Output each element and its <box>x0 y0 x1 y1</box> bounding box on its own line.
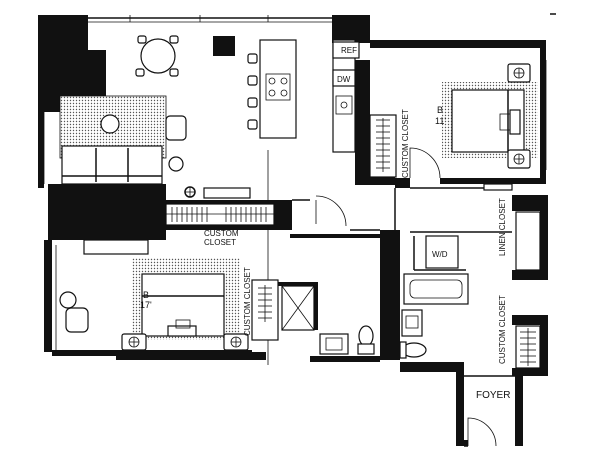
bedroom-left: B 17' CUSTOM CLOSET <box>59 239 279 351</box>
toilet-left <box>358 325 374 347</box>
bedroom-right-dim: 11' <box>435 116 446 126</box>
column <box>213 36 235 56</box>
refrigerator <box>332 41 360 59</box>
vanity-right <box>401 309 423 337</box>
walls <box>38 15 548 446</box>
linen-closet-label: LINEN CLOSET <box>498 198 507 256</box>
bedroom-left-dim: 17' <box>140 300 152 310</box>
dining-table <box>140 38 176 74</box>
bathtub <box>403 273 469 305</box>
kitchen: REF DW <box>247 39 360 153</box>
custom-closet-label: CUSTOM <box>204 229 239 238</box>
media-console <box>203 187 251 199</box>
armchair <box>165 115 187 141</box>
vanity-left <box>319 333 349 355</box>
living-room <box>59 35 251 199</box>
custom-closet-left-label: CUSTOM CLOSET <box>243 267 252 336</box>
wd-label: W/D <box>432 250 448 259</box>
coffee-table <box>100 114 120 134</box>
foyer: FOYER <box>467 390 510 447</box>
linen-closet: LINEN CLOSET <box>498 198 541 271</box>
custom-closet-foyer-label: CUSTOM CLOSET <box>498 295 507 364</box>
dishwasher <box>332 69 356 87</box>
kitchen-island <box>259 39 297 139</box>
foyer-closet: CUSTOM CLOSET <box>498 295 541 369</box>
hall-closet: CUSTOM CLOSET <box>165 195 347 247</box>
custom-closet-right-label: CUSTOM CLOSET <box>401 109 410 178</box>
ref-label: REF <box>341 46 357 55</box>
dw-label: DW <box>337 75 351 84</box>
custom-closet-label-2: CLOSET <box>204 238 236 247</box>
bedroom-left-label: B <box>143 290 149 300</box>
bedroom-right-label: B <box>437 105 443 115</box>
washer-dryer <box>425 235 459 269</box>
bath-left <box>281 285 375 355</box>
sofa <box>61 145 163 185</box>
side-table <box>168 156 184 172</box>
bedroom-right: B 11' <box>369 63 538 191</box>
foyer-label: FOYER <box>476 390 510 401</box>
bath-right: W/D <box>399 235 469 359</box>
